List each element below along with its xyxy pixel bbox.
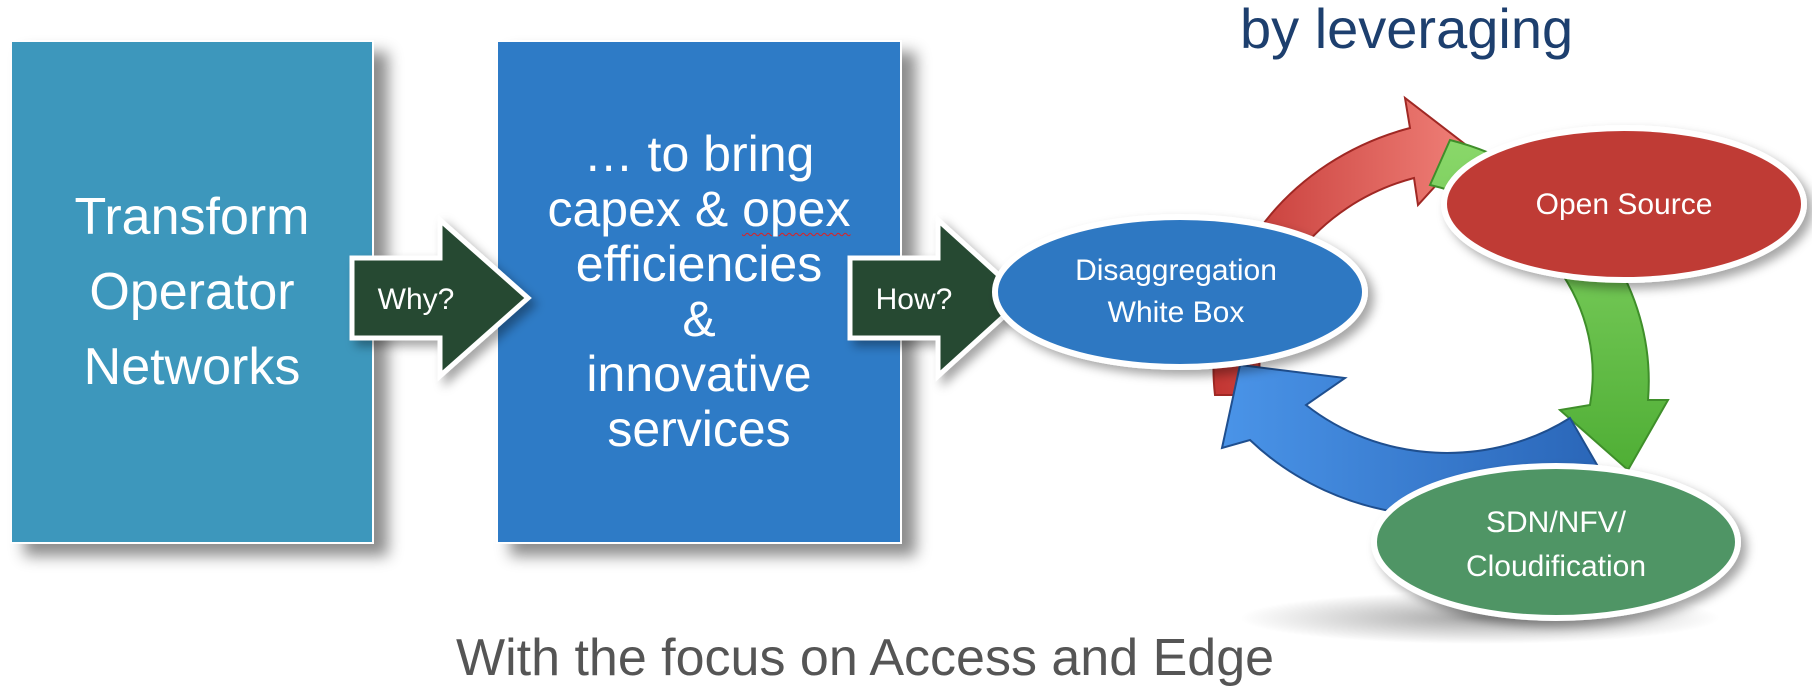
why-label: Why? xyxy=(378,283,455,316)
disaggregation-line-1: Disaggregation xyxy=(1075,254,1277,287)
bring-line-2: capex & opex xyxy=(547,181,851,237)
disaggregation-ellipse xyxy=(992,214,1368,370)
bring-line-6: services xyxy=(607,401,791,457)
why-arrow xyxy=(349,214,532,382)
sdn-line-2: Cloudification xyxy=(1466,550,1646,583)
transform-line-3: Networks xyxy=(83,337,301,396)
disaggregation-line-2: White Box xyxy=(1108,296,1245,329)
bring-box: … to bring capex & opex efficiencies & i… xyxy=(496,40,902,544)
open-source-label: Open Source xyxy=(1536,188,1713,221)
bring-line-1: … to bring xyxy=(583,126,815,182)
how-label: How? xyxy=(876,283,953,316)
open-source-ellipse xyxy=(1441,125,1807,283)
header-text: by leveraging xyxy=(1240,0,1574,60)
bring-line-3: efficiencies xyxy=(575,236,823,292)
transform-line-2: Operator xyxy=(89,262,295,321)
spellcheck-underline: opex xyxy=(742,181,851,237)
footer-text: With the focus on Access and Edge xyxy=(456,629,1275,687)
bring-line-4: & xyxy=(682,291,716,347)
how-arrow xyxy=(847,214,1028,382)
transform-box: Transform Operator Networks xyxy=(10,40,374,544)
sdn-line-1: SDN/NFV/ xyxy=(1486,506,1627,539)
bring-line-5: innovative xyxy=(586,346,812,402)
sdn-ellipse xyxy=(1371,463,1741,621)
transform-line-1: Transform xyxy=(74,187,310,246)
